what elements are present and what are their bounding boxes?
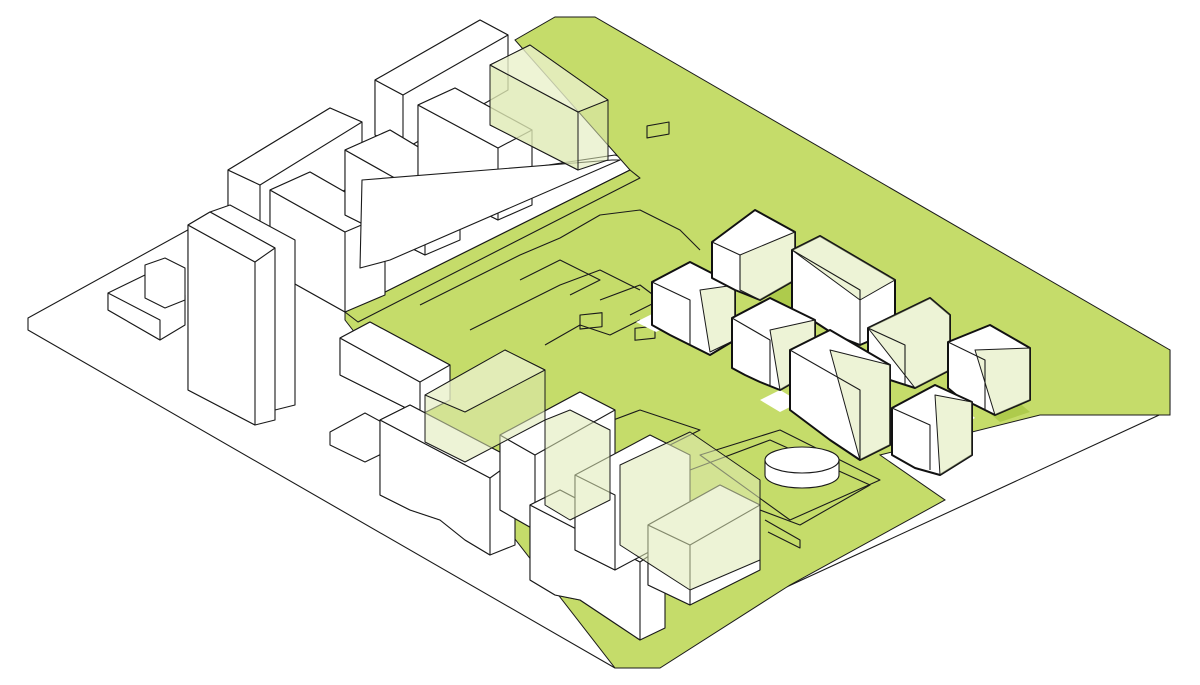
transparent-green-block-north — [489, 44, 609, 171]
tall-tower — [187, 204, 296, 426]
east-building-cluster — [651, 209, 1031, 476]
northwest-building-row — [227, 19, 621, 313]
small-block-west — [107, 257, 186, 341]
round-pavilion — [764, 446, 840, 489]
transparent-green-blocks-south — [424, 349, 761, 591]
